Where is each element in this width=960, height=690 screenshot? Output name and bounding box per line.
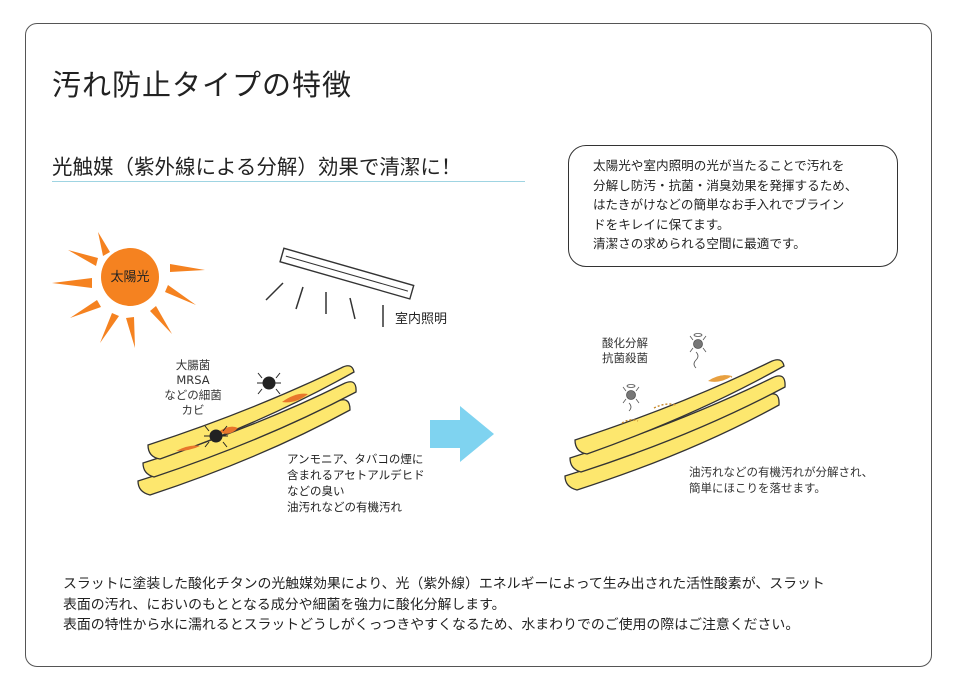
section-subtitle: 光触媒（紫外線による分解）効果で清潔に！	[52, 155, 462, 179]
lamp-label: 室内照明	[395, 311, 447, 327]
stain-mark	[218, 426, 238, 434]
bacteria-label-line: などの細菌	[164, 388, 222, 402]
callout-box: 太陽光や室内照明の光が当たることで汚れを 分解し防汚・抗菌・消臭効果を発揮するた…	[568, 145, 898, 267]
odor-label-line: 油汚れなどの有機汚れ	[287, 500, 402, 514]
callout-line: 清潔さの求められる空間に最適です。	[593, 236, 806, 252]
bacteria-label-line: MRSA	[176, 373, 209, 387]
slat	[569, 375, 786, 473]
lamp-illustration: 室内照明	[265, 247, 447, 327]
callout-line: ドをキレイに保てます。	[593, 216, 730, 232]
result-top-label-line: 抗菌殺菌	[602, 351, 648, 365]
result-top-label-line: 酸化分解	[602, 336, 648, 350]
decomposed-bacteria-icon	[689, 333, 707, 369]
blind-slats-after	[564, 359, 786, 491]
bacteria-label-line: 大腸菌	[176, 358, 211, 372]
slat	[142, 381, 357, 478]
odor-label-line: 含まれるアセトアルデヒド	[287, 468, 425, 482]
decomposed-bacteria-icon	[622, 384, 640, 412]
callout-line: 分解し防汚・抗菌・消臭効果を発揮するため、	[593, 177, 858, 193]
odor-label-line: などの臭い	[287, 484, 345, 498]
description-text: スラットに塗装した酸化チタンの光触媒効果により、光（紫外線）エネルギーによって生…	[63, 574, 825, 636]
slat	[147, 365, 355, 460]
subtitle-underline	[52, 181, 525, 182]
sun-rays	[52, 232, 205, 348]
blind-slats-before	[137, 365, 357, 496]
stain-mark	[653, 403, 677, 409]
callout-line: 太陽光や室内照明の光が当たることで汚れを	[593, 158, 845, 173]
result-bottom-label-line: 油汚れなどの有機汚れが分解され、	[689, 465, 873, 479]
lamp-light-rays	[265, 282, 356, 320]
description-line: スラットに塗装した酸化チタンの光触媒効果により、光（紫外線）エネルギーによって生…	[63, 576, 825, 592]
bacteria-label-line: カビ	[182, 403, 205, 417]
stain-mark	[621, 419, 639, 424]
description-line: 表面の汚れ、においのもととなる成分や細菌を強力に酸化分解します。	[63, 596, 506, 613]
slat	[574, 359, 785, 455]
sun-icon	[101, 248, 159, 306]
callout-line: はたきがけなどの簡単なお手入れでブライン	[593, 197, 845, 213]
odor-label-line: アンモニア、タバコの煙に	[287, 452, 423, 466]
fluorescent-lamp-icon	[279, 247, 415, 300]
sun-illustration: 太陽光	[52, 232, 205, 348]
page-title: 汚れ防止タイプの特徴	[52, 68, 353, 102]
process-arrow-icon	[430, 406, 494, 462]
result-bottom-label-line: 簡単にほこりを落せます。	[689, 481, 826, 495]
sun-label: 太陽光	[110, 270, 149, 285]
bacteria-icon	[257, 372, 281, 395]
stains-before	[176, 393, 308, 451]
bacteria-icon	[204, 425, 228, 448]
stain-mark	[282, 393, 308, 403]
stain-mark	[708, 375, 732, 382]
description-line: 表面の特性から水に濡れるとスラットどうしがくっつきやすくなるため、水まわりでのご…	[63, 617, 800, 633]
stain-mark	[176, 445, 200, 451]
content-frame	[25, 23, 932, 667]
